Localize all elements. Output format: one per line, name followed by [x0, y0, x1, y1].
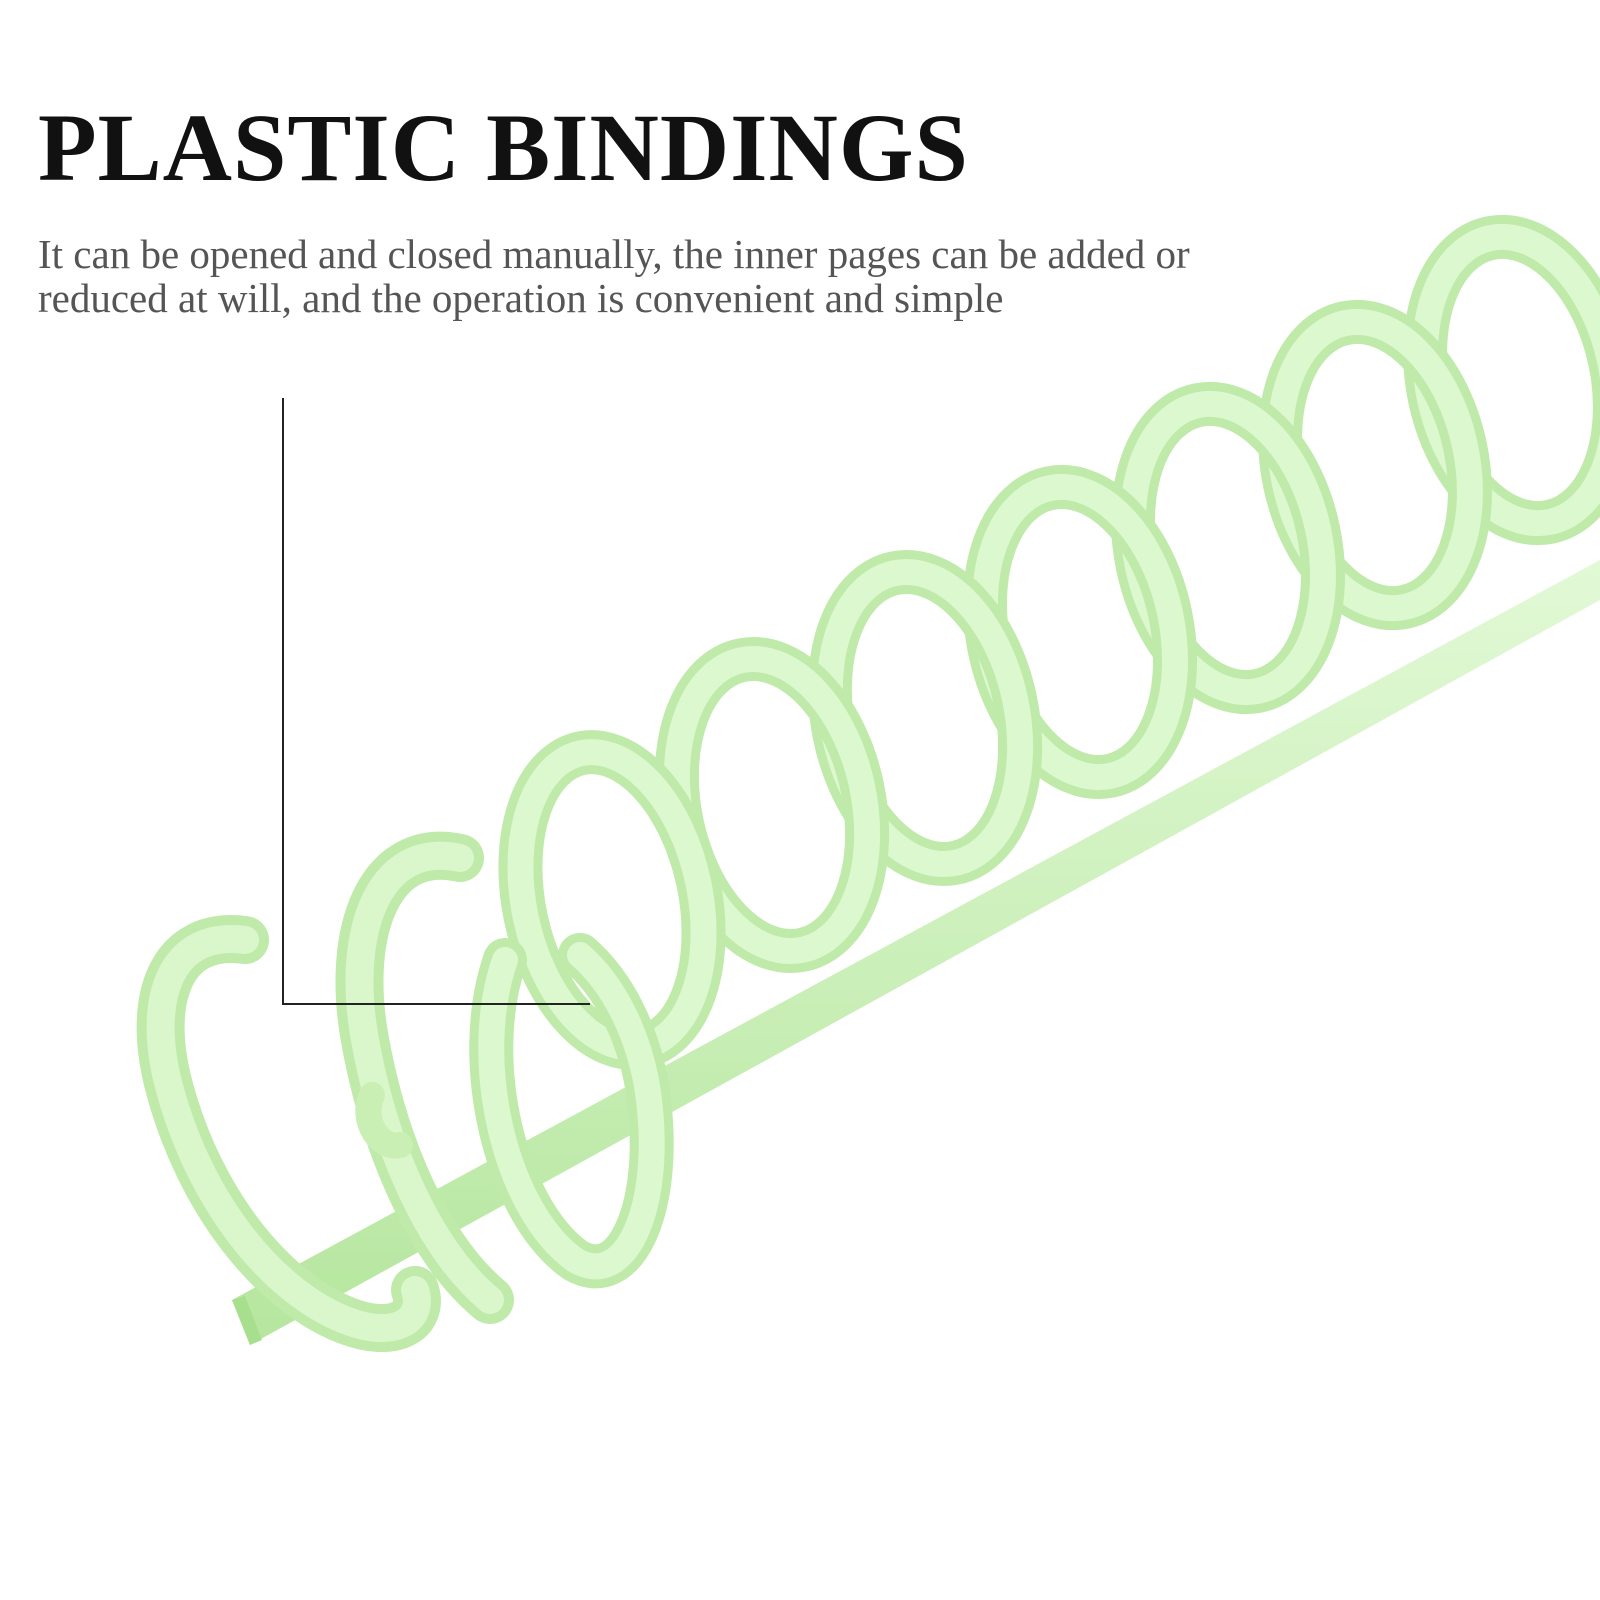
page-title: PLASTIC BINDINGS — [38, 94, 969, 201]
binding-open-ring — [136, 915, 441, 1352]
binding-spine — [232, 560, 1600, 1345]
feature-description: It can be opened and closed manually, th… — [38, 231, 1190, 321]
binding-rings — [469, 214, 1600, 1289]
binding-ring — [469, 933, 674, 1289]
